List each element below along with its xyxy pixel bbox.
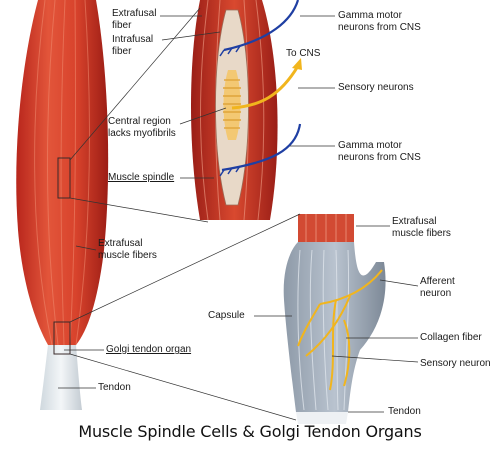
label-gamma-motor-bottom: Gamma motor neurons from CNS <box>338 140 421 163</box>
label-tendon-right: Tendon <box>388 406 421 417</box>
label-sensory-neuron: Sensory neuron <box>420 358 491 369</box>
leader-lines <box>58 7 419 421</box>
golgi-tendon-detail <box>283 214 386 424</box>
whole-muscle <box>16 0 109 410</box>
label-collagen-fiber: Collagen fiber <box>420 332 482 343</box>
diagram-caption: Muscle Spindle Cells & Golgi Tendon Orga… <box>78 422 422 441</box>
label-extrafusal-muscle-fibers-right: Extrafusal muscle fibers <box>392 216 451 239</box>
label-to-cns: To CNS <box>286 48 321 59</box>
label-extrafusal-fiber: Extrafusal fiber <box>112 8 157 31</box>
muscle-spindle-detail <box>191 0 302 221</box>
label-extrafusal-muscle-fibers-left: Extrafusal muscle fibers <box>98 238 157 261</box>
label-tendon-left: Tendon <box>98 382 131 393</box>
label-sensory-neurons: Sensory neurons <box>338 82 414 93</box>
label-intrafusal-fiber: Intrafusal fiber <box>112 34 154 57</box>
label-central-region: Central region lacks myofibrils <box>108 116 176 139</box>
label-capsule: Capsule <box>208 310 245 321</box>
label-muscle-spindle: Muscle spindle <box>108 172 175 183</box>
label-golgi-tendon-organ: Golgi tendon organ <box>106 344 192 355</box>
label-gamma-motor-top: Gamma motor neurons from CNS <box>338 10 421 33</box>
label-afferent-neuron: Afferent neuron <box>420 276 455 299</box>
